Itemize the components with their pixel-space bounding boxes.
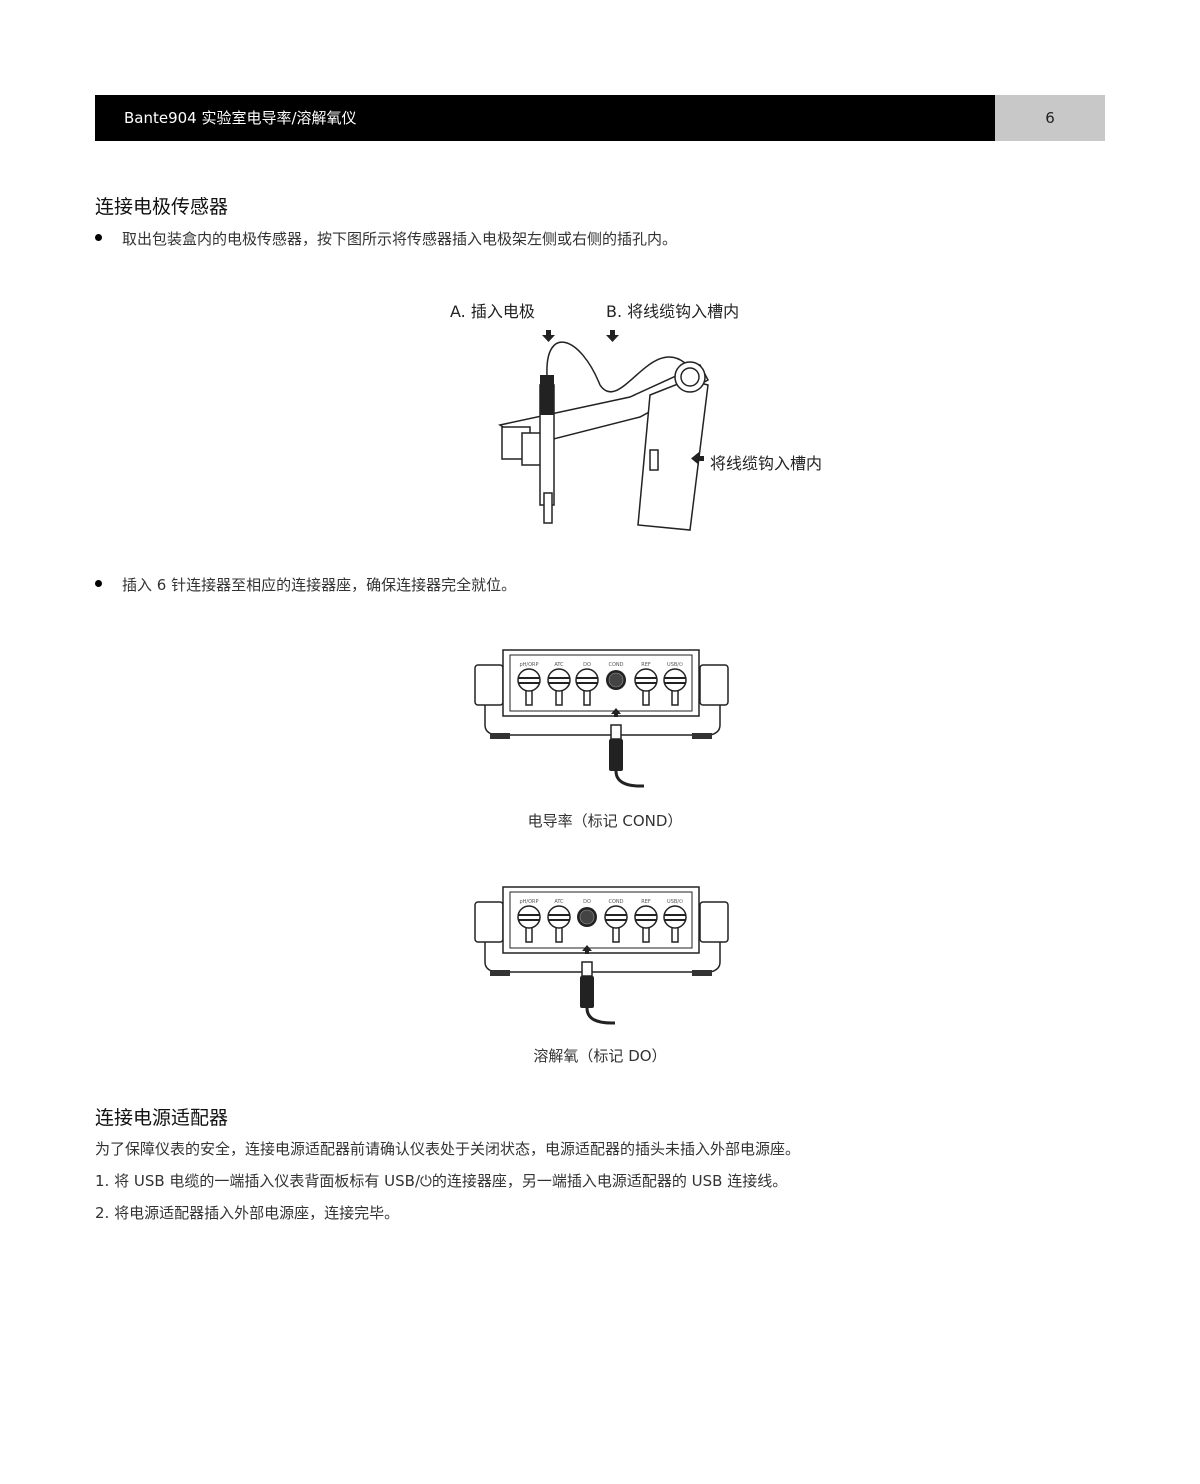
step-2: 2. 将电源适配器插入外部电源座，连接完毕。: [95, 1204, 400, 1222]
arrow-up-icon: [611, 708, 621, 714]
paragraph-intro: 为了保障仪表的安全，连接电源适配器前请确认仪表处于关闭状态，电源适配器的插头未插…: [95, 1140, 801, 1158]
bullet-text: 插入 6 针连接器至相应的连接器座，确保连接器完全就位。: [122, 576, 517, 594]
meter-panel-do-illustration: pH/ORP ATC DO COND REF USB/⏻: [474, 886, 729, 1025]
connector-cap: [634, 905, 658, 929]
header-title: Bante904 实验室电导率/溶解氧仪: [95, 95, 995, 141]
connector-label: ATC: [554, 899, 564, 905]
connector-cap: [517, 668, 541, 692]
connector-label: USB/⏻: [667, 662, 683, 668]
connector-label: USB/⏻: [667, 899, 683, 905]
arrow-up-icon: [582, 945, 592, 951]
bullet-icon: [95, 234, 102, 241]
connector-cap: [634, 668, 658, 692]
label-hook-cable: B. 将线缆钩入槽内: [606, 302, 740, 321]
arrow-left-icon: [691, 452, 704, 465]
connector-label: REF: [641, 899, 651, 905]
connector-label: pH/ORP: [519, 899, 538, 905]
section-heading-power: 连接电源适配器: [95, 1107, 229, 1129]
probe-plug: [580, 976, 594, 1008]
bullet-icon: [95, 580, 102, 587]
connector-cap: [547, 905, 571, 929]
meter-foot: [490, 733, 510, 739]
connector-label: COND: [608, 662, 623, 668]
meter-foot: [692, 733, 712, 739]
electrode-holder-illustration: [498, 330, 710, 531]
meter-side-left: [474, 664, 504, 706]
page-number: 6: [995, 95, 1105, 141]
label-insert-electrode: A. 插入电极: [450, 302, 535, 321]
probe-plug-tip: [610, 724, 622, 740]
bullet-text: 取出包装盒内的电极传感器，按下图所示将传感器插入电极架左侧或右侧的插孔内。: [122, 230, 678, 248]
connector-cap: [604, 905, 628, 929]
connector-cap: [663, 905, 687, 929]
connector-label: pH/ORP: [519, 662, 538, 668]
connector-pins: [579, 909, 595, 925]
arrow-down-icon: [542, 330, 555, 342]
connector-cap: [517, 905, 541, 929]
connector-label: ATC: [554, 662, 564, 668]
arrow-down-icon: [606, 330, 619, 342]
connector-pins: [608, 672, 624, 688]
connector-label: REF: [641, 662, 651, 668]
connector-cap: [663, 668, 687, 692]
label-hook-cable-side: 将线缆钩入槽内: [710, 454, 823, 473]
bullet-item: 插入 6 针连接器至相应的连接器座，确保连接器完全就位。: [95, 574, 516, 595]
probe-cable: [585, 1007, 616, 1025]
section-heading-electrode: 连接电极传感器: [95, 196, 229, 218]
connector-panel-inner: [509, 891, 693, 949]
meter-foot: [490, 970, 510, 976]
bullet-item: 取出包装盒内的电极传感器，按下图所示将传感器插入电极架左侧或右侧的插孔内。: [95, 228, 677, 249]
meter-side-right: [699, 664, 729, 706]
meter-foot: [692, 970, 712, 976]
figure-caption-do: 溶解氧（标记 DO）: [533, 1047, 667, 1065]
connector-cap: [547, 668, 571, 692]
probe-cable: [614, 770, 645, 788]
connector-panel-inner: [509, 654, 693, 712]
connector-label: DO: [583, 899, 591, 905]
step-1: 1. 将 USB 电缆的一端插入仪表背面板标有 USB/⏻的连接器座，另一端插入…: [95, 1172, 788, 1190]
meter-side-left: [474, 901, 504, 943]
connector-label: COND: [608, 899, 623, 905]
figure-caption-cond: 电导率（标记 COND）: [527, 812, 683, 830]
probe-plug: [609, 739, 623, 771]
connector-cap: [575, 668, 599, 692]
connector-label: DO: [583, 662, 591, 668]
meter-panel-cond-illustration: pH/ORP ATC DO COND REF USB/⏻: [474, 649, 729, 788]
probe-plug-tip: [581, 961, 593, 977]
meter-side-right: [699, 901, 729, 943]
